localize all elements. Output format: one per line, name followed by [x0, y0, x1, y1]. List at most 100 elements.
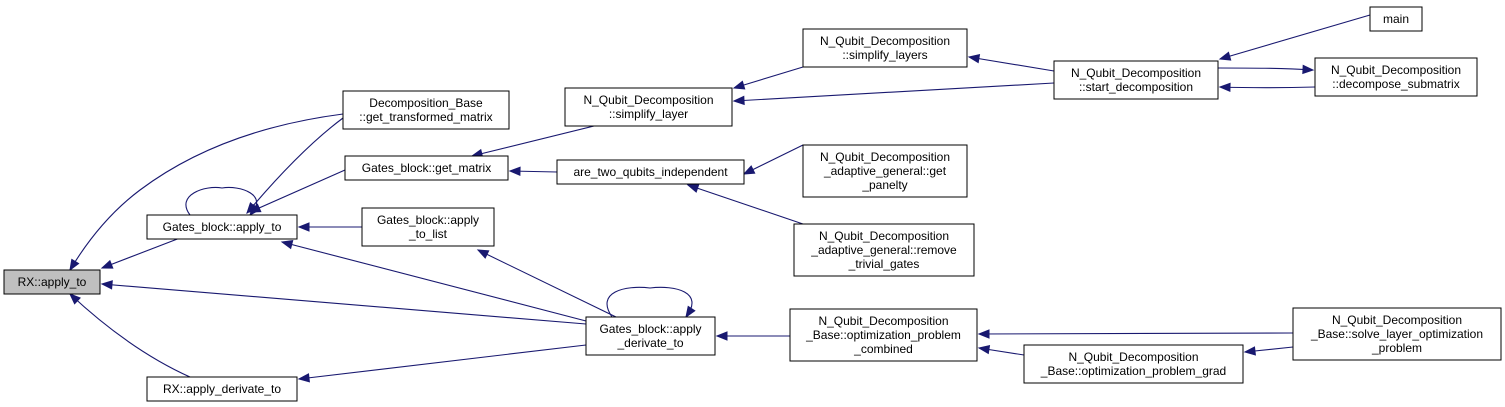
node-label-line: _problem [1371, 341, 1422, 355]
arrowhead [977, 329, 990, 339]
arrowhead [100, 280, 113, 290]
arrowhead [248, 203, 262, 213]
call-edge [508, 166, 558, 176]
node-box [556, 159, 745, 185]
node-label-line: _to_list [408, 227, 448, 241]
node-n-qubit-decomposition-adaptive-general-remove-trivial-gates[interactable]: N_Qubit_Decomposition_adaptive_general::… [793, 223, 975, 277]
node-n-qubit-decomposition-simplify-layers[interactable]: N_Qubit_Decomposition::simplify_layers [802, 28, 968, 68]
arrowhead [69, 293, 81, 305]
node-n-qubit-decomposition-base-solve-layer-optimization-problem[interactable]: N_Qubit_Decomposition_Base::solve_layer_… [1292, 307, 1502, 361]
call-edge [248, 169, 346, 213]
node-rx-apply-to[interactable]: RX::apply_to [3, 269, 101, 295]
call-edge [1243, 346, 1294, 356]
call-edge [977, 344, 1025, 356]
call-edge [100, 280, 587, 325]
node-box [802, 144, 968, 198]
node-gates-block-apply-derivate-to[interactable]: Gates_block::apply_derivate_to [585, 316, 716, 356]
arrowhead [1218, 82, 1231, 93]
node-label-line: _derivate_to [616, 336, 683, 350]
call-edge [977, 329, 1294, 339]
arrowhead [685, 305, 696, 319]
nodes-layer: RX::apply_to Gates_block::apply_toRX::app… [3, 6, 1502, 402]
arrowhead [742, 165, 756, 175]
node-box [1292, 307, 1502, 361]
node-box [789, 308, 978, 362]
node-box [342, 90, 510, 130]
node-gates-block-get-matrix[interactable]: Gates_block::get_matrix [344, 155, 509, 181]
node-n-qubit-decomposition-base-optimization-problem-combined[interactable]: N_Qubit_Decomposition_Base::optimization… [789, 308, 978, 362]
node-box [344, 155, 509, 181]
arrowhead [100, 259, 114, 269]
edge-line [606, 286, 693, 318]
edge-line [733, 82, 1055, 102]
edge-line [298, 344, 587, 380]
node-box [146, 376, 298, 402]
node-gates-block-apply-to-list[interactable]: Gates_block::apply_to_list [361, 207, 495, 247]
call-edge [732, 82, 1055, 106]
call-edge [1218, 14, 1371, 61]
node-label-line: _Base::optimization_problem [805, 328, 961, 342]
edge-line [185, 186, 258, 216]
edge-line [101, 237, 181, 269]
node-label-line: Gates_block::get_matrix [362, 161, 491, 175]
call-edge [732, 66, 804, 90]
node-label-line: ::simplify_layer [609, 107, 688, 121]
node-label-line: N_Qubit_Decomposition [819, 229, 949, 243]
node-label-line: N_Qubit_Decomposition [820, 34, 950, 48]
edge-line [249, 169, 346, 213]
node-label-line: _Base::solve_layer_optimization [1310, 327, 1483, 341]
arrowhead [1302, 64, 1315, 75]
node-label-line: Decomposition_Base [369, 96, 483, 110]
node-box [1369, 6, 1423, 32]
edge-line [968, 56, 1055, 72]
arrowhead [715, 331, 728, 341]
node-box [1053, 60, 1219, 100]
node-are-two-qubits-independent[interactable]: are_two_qubits_independent [556, 159, 745, 185]
node-decomposition-base-get-transformed-matrix[interactable]: Decomposition_Base::get_transformed_matr… [342, 90, 510, 130]
arrowhead [1243, 346, 1256, 356]
arrowhead [297, 373, 310, 383]
node-label-line: ::start_decomposition [1079, 80, 1193, 94]
node-gates-block-apply-to[interactable]: Gates_block::apply_to [146, 214, 298, 240]
call-edge [246, 117, 344, 215]
node-label-line: N_Qubit_Decomposition [583, 93, 713, 107]
node-label-line: Gates_block::apply [599, 322, 701, 336]
edge-line [471, 125, 595, 157]
node-label-line: _adaptive_general::get [823, 164, 947, 178]
node-label-line: RX::apply_derivate_to [163, 382, 281, 396]
arrowhead [686, 183, 700, 193]
node-label-line: _combined [853, 342, 913, 356]
arrowhead [476, 249, 490, 259]
edge-line [1219, 86, 1316, 89]
node-label-line: Gates_block::apply_to [163, 220, 282, 234]
node-n-qubit-decomposition-adaptive-general-get-panelty[interactable]: N_Qubit_Decomposition_adaptive_general::… [802, 144, 968, 198]
node-box [564, 87, 733, 127]
node-box [1314, 57, 1478, 97]
node-label-line: N_Qubit_Decomposition [1071, 66, 1201, 80]
node-box [1023, 344, 1244, 384]
node-label-line: RX::apply_to [18, 275, 87, 289]
edge-line [281, 241, 587, 322]
arrowhead [967, 54, 981, 64]
arrowhead [508, 166, 521, 176]
node-main[interactable]: main [1369, 6, 1423, 32]
edge-line [733, 66, 804, 89]
node-label-line: N_Qubit_Decomposition [1332, 313, 1462, 327]
node-label-line: main [1383, 12, 1409, 26]
node-n-qubit-decomposition-base-optimization-problem-grad[interactable]: N_Qubit_Decomposition_Base::optimization… [1023, 344, 1244, 384]
node-n-qubit-decomposition-start-decomposition[interactable]: N_Qubit_Decomposition::start_decompositi… [1053, 60, 1219, 100]
node-n-qubit-decomposition-simplify-layer[interactable]: N_Qubit_Decomposition::simplify_layer [564, 87, 733, 127]
node-n-qubit-decomposition-decompose-submatrix[interactable]: N_Qubit_Decomposition::decompose_submatr… [1314, 57, 1478, 97]
node-label-line: N_Qubit_Decomposition [1331, 63, 1461, 77]
arrowhead [977, 344, 991, 355]
node-box [361, 207, 495, 247]
node-label-line: ::simplify_layers [842, 48, 927, 62]
call-edge [100, 237, 181, 269]
node-label-line: are_two_qubits_independent [573, 165, 728, 179]
node-rx-apply-derivate-to[interactable]: RX::apply_derivate_to [146, 376, 298, 402]
node-box [146, 214, 298, 240]
node-box [3, 269, 101, 295]
node-label-line: N_Qubit_Decomposition [1068, 350, 1198, 364]
call-edge [280, 240, 587, 322]
call-edge [1217, 64, 1315, 75]
